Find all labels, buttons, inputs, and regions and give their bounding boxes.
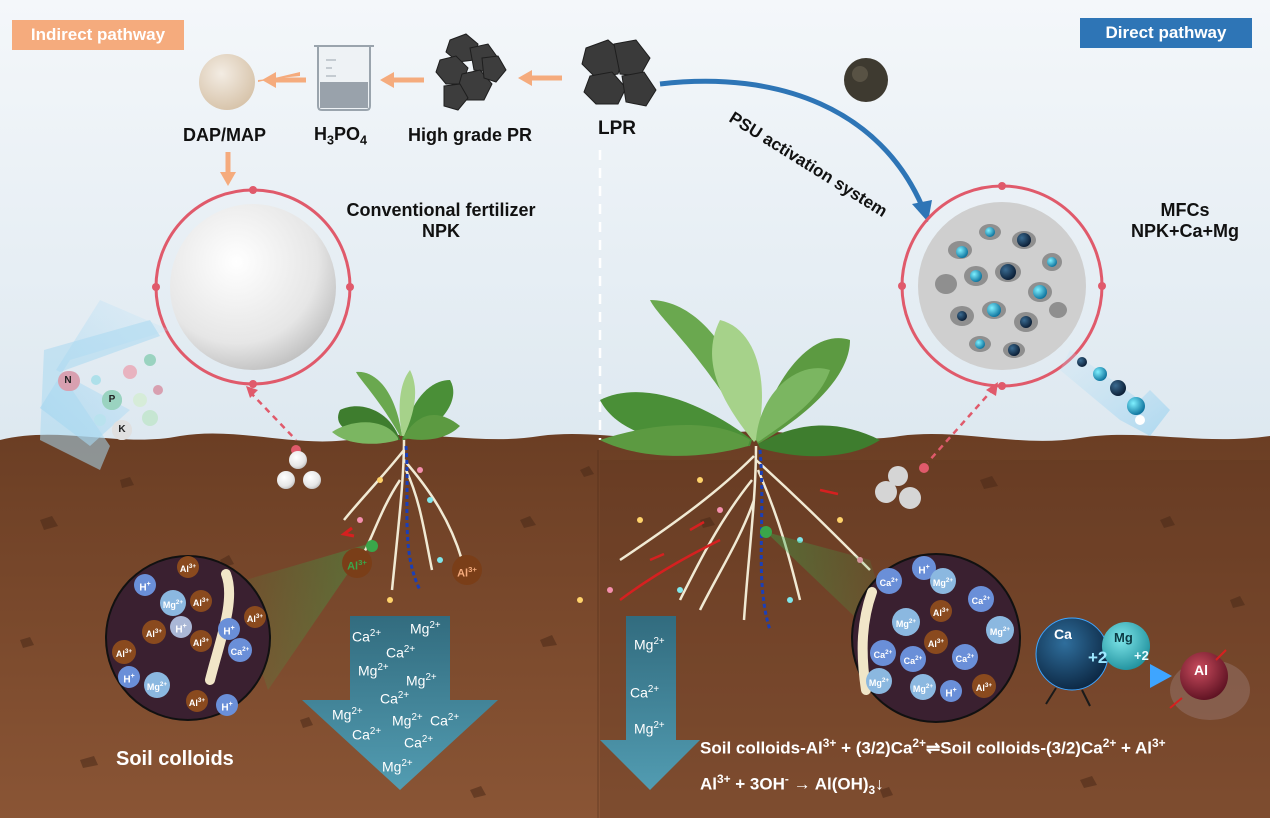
psu-arrowhead xyxy=(912,200,932,222)
fertilizer-pointer xyxy=(249,391,297,441)
ca-ion: Ca2+ xyxy=(876,568,902,594)
ca-ball-label: Ca xyxy=(1054,626,1072,642)
conventional-fertilizer-label: Conventional fertilizer NPK xyxy=(346,200,536,241)
al-ion: Al3+ xyxy=(142,620,166,644)
al-ion: Al3+ xyxy=(186,690,208,712)
al-toxicity-arrow xyxy=(340,526,355,538)
mg-charge-label: +2 xyxy=(1134,648,1149,663)
high-grade-pr-label: High grade PR xyxy=(408,125,533,145)
roots-large xyxy=(619,445,871,621)
lpr-rocks xyxy=(581,39,657,107)
h-ion: H+ xyxy=(218,618,240,640)
h-ion: H+ xyxy=(170,616,192,638)
ca-ion: Ca2+ xyxy=(228,638,252,662)
nutrient-p: P xyxy=(102,390,122,410)
ca-ion: Ca2+ xyxy=(870,640,896,666)
ion-label: Ca2+ xyxy=(352,628,382,645)
mfc-pointer xyxy=(927,387,995,463)
al-ball-label: Al xyxy=(1194,662,1208,678)
soil-texture xyxy=(20,466,1245,798)
mg-ion: Mg2+ xyxy=(930,568,956,594)
nutrient-n: N xyxy=(58,371,78,391)
ca-ion: Ca2+ xyxy=(900,646,926,672)
al-ion: Al3+ xyxy=(930,600,952,622)
ion-label: Mg2+ xyxy=(634,720,665,737)
al-ion: Al3+ xyxy=(244,606,266,628)
al-ion: Al3+ xyxy=(177,556,199,578)
ion-label: Mg2+ xyxy=(332,706,363,723)
mg-ion: Mg2+ xyxy=(892,608,920,636)
dap-granule xyxy=(199,54,255,110)
ion-label: Mg2+ xyxy=(634,636,665,653)
dap-map-label: DAP/MAP xyxy=(183,125,267,145)
al-ion-root-right: Al3+ xyxy=(452,555,482,585)
ca-ion: Ca2+ xyxy=(968,586,994,612)
high-grade-pr-rocks xyxy=(435,33,507,111)
mg-ion: Mg2+ xyxy=(910,674,936,700)
mfc-beads xyxy=(956,227,1057,356)
al-ion: Al3+ xyxy=(924,630,948,654)
mfc-release-beads xyxy=(1077,357,1145,425)
ion-label: Ca2+ xyxy=(630,684,660,701)
psu-arrow xyxy=(659,78,925,208)
plant-large xyxy=(600,300,880,457)
h-ion: H+ xyxy=(134,574,156,596)
mg-ball-label: Mg xyxy=(1114,630,1133,645)
al-ion: Al3+ xyxy=(972,674,996,698)
ion-label: Mg2+ xyxy=(358,662,389,679)
mg-ion: Mg2+ xyxy=(986,616,1014,644)
mg-ion: Mg2+ xyxy=(866,668,892,694)
h-ion: H+ xyxy=(940,680,962,702)
ion-label: Mg2+ xyxy=(406,672,437,689)
beaker-icon xyxy=(314,45,374,111)
conventional-granules-soil xyxy=(277,451,321,489)
equation-ion-exchange: Soil colloids-Al3+ + (3/2)Ca2+⇌Soil coll… xyxy=(700,736,1166,758)
equation-precipitation: Al3+ + 3OH- → Al(OH)3↓ xyxy=(700,772,884,798)
h-ion: H+ xyxy=(118,666,140,688)
mg-ion: Mg2+ xyxy=(160,590,186,616)
al-ion: Al3+ xyxy=(112,640,136,664)
lpr-label: LPR xyxy=(598,118,636,139)
amelioration-scene xyxy=(1035,617,1250,720)
h-ion: H+ xyxy=(216,694,238,716)
al-ion: Al3+ xyxy=(190,590,212,612)
nutrient-uptake-blue xyxy=(404,445,422,591)
direct-pathway-tag: Direct pathway xyxy=(1080,18,1252,48)
mg-ion: Mg2+ xyxy=(144,672,170,698)
ion-label: Ca2+ xyxy=(430,712,460,729)
conventional-fertilizer-granule xyxy=(170,204,336,370)
al-ion: Al3+ xyxy=(190,630,212,652)
ion-label: Ca2+ xyxy=(386,644,416,661)
al-ion-root-left: Al3+ xyxy=(342,548,372,578)
leaching-arrow-right xyxy=(600,616,700,790)
ion-label: Ca2+ xyxy=(352,726,382,743)
process-arrows xyxy=(220,70,562,186)
nutrient-uptake-blue-right xyxy=(758,449,772,631)
mfc-granules-soil xyxy=(875,466,921,509)
ion-uptake-arrows xyxy=(619,488,839,602)
ion-label: Mg2+ xyxy=(382,758,413,775)
mfc-label: MFCs NPK+Ca+Mg xyxy=(1130,200,1240,241)
h3po4-label: H3PO4 xyxy=(314,124,368,148)
plant-small xyxy=(332,370,460,444)
nutrient-k: K xyxy=(112,420,132,440)
ion-label: Ca2+ xyxy=(380,690,410,707)
indirect-pathway-tag: Indirect pathway xyxy=(12,20,184,50)
ion-label: Ca2+ xyxy=(404,734,434,751)
ca-charge-label: +2 xyxy=(1088,648,1108,667)
leaching-arrow-left xyxy=(302,616,498,790)
psu-activator-sphere xyxy=(844,58,888,102)
ca-ion: Ca2+ xyxy=(952,644,978,670)
ion-label: Mg2+ xyxy=(410,620,441,637)
ion-label: Mg2+ xyxy=(392,712,423,729)
soil-colloids-label: Soil colloids xyxy=(116,748,234,770)
